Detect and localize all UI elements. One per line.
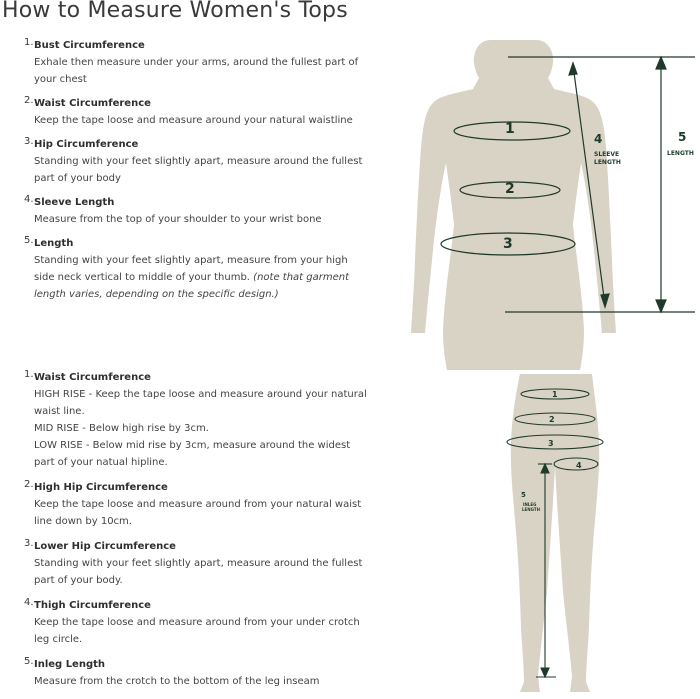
step-description-line: Measure from the crotch to the bottom of…: [34, 676, 320, 687]
step-number: 1.: [24, 369, 34, 380]
lower-hip-measure-line: [506, 434, 604, 450]
tops-step-5: 5. Length Standing with your feet slight…: [24, 235, 369, 303]
step-heading: Waist Circumference: [34, 372, 151, 383]
step-description-line: Standing with your feet slightly apart, …: [34, 156, 363, 167]
hip-measure-line: [440, 232, 576, 256]
bottoms-step-4: 4. Thigh Circumference Keep the tape loo…: [24, 597, 369, 648]
step-number: 5.: [24, 235, 34, 246]
step-description-line: Keep the tape loose and measure around f…: [34, 499, 362, 510]
sleeve-text-2: LENGTH: [594, 159, 621, 166]
bottoms-step-1: 1. Waist Circumference HIGH RISE - Keep …: [24, 369, 369, 471]
high-hip-label: 2: [549, 415, 555, 424]
tops-step-3: 3. Hip Circumference Standing with your …: [24, 136, 369, 187]
step-description-line: side neck vertical to middle of your thu…: [34, 269, 369, 286]
sleeve-arrow-bottom: [600, 293, 610, 309]
tops-step-1: 1. Bust Circumference Exhale then measur…: [24, 37, 369, 88]
bottoms-step-3: 3. Lower Hip Circumference Standing with…: [24, 538, 369, 589]
step-description-line: HIGH RISE - Keep the tape loose and meas…: [34, 389, 367, 400]
torso-silhouette: [411, 40, 616, 370]
torso-measurement-diagram: 1 2 3 4 SLEEVE LENGTH 5 LENGTH: [411, 40, 695, 370]
sleeve-text-1: SLEEVE: [594, 151, 619, 158]
length-arrow-top: [655, 55, 667, 70]
bottoms-step-5: 5. Inleg Length Measure from the crotch …: [24, 656, 369, 690]
high-hip-measure-line: [514, 412, 596, 426]
step-description-line: part of your body.: [34, 575, 123, 586]
step-description-line: Standing with your feet slightly apart, …: [34, 255, 348, 266]
legs-silhouette: [510, 374, 600, 692]
step-description-line: Standing with your feet slightly apart, …: [34, 558, 363, 569]
step-number: 3.: [24, 538, 34, 549]
step-description-line: waist line.: [34, 406, 85, 417]
step-description-text: side neck vertical to middle of your thu…: [34, 272, 250, 283]
step-heading: Bust Circumference: [34, 40, 145, 51]
garment-length-note-line: length varies, depending on the specific…: [34, 289, 279, 300]
inleg-line-group: [536, 462, 556, 679]
inleg-number: 5: [521, 491, 526, 499]
step-number: 5.: [24, 656, 34, 667]
step-heading: Waist Circumference: [34, 98, 151, 109]
hip-label: 3: [503, 236, 513, 252]
bust-label: 1: [505, 121, 515, 137]
page-title: How to Measure Women's Tops: [2, 0, 348, 23]
thigh-label: 4: [576, 461, 582, 470]
inleg-text-1: INLEG: [523, 502, 536, 507]
lower-hip-label: 3: [548, 439, 554, 448]
step-description-line: Exhale then measure under your arms, aro…: [34, 57, 359, 68]
waist-label: 1: [552, 390, 558, 399]
step-description-line: Measure from the top of your shoulder to…: [34, 214, 322, 225]
garment-length-note: (note that garment: [253, 272, 350, 283]
length-text: LENGTH: [667, 150, 694, 157]
step-description-line: part of your natual hipline.: [34, 457, 168, 468]
step-heading: Thigh Circumference: [34, 600, 151, 611]
waist-measure-line: [520, 388, 590, 400]
thigh-measure-line: [553, 457, 599, 471]
bottoms-step-2: 2. High Hip Circumference Keep the tape …: [24, 479, 369, 530]
tops-step-4: 4. Sleeve Length Measure from the top of…: [24, 194, 369, 228]
step-number: 3.: [24, 136, 34, 147]
legs-measurement-diagram: 1 2 3 4 5 INLEG LENGTH: [506, 374, 604, 692]
bottoms-instructions-list: 1. Waist Circumference HIGH RISE - Keep …: [24, 369, 369, 698]
step-description-line: Keep the tape loose and measure around f…: [34, 617, 360, 628]
step-number: 2.: [24, 95, 34, 106]
step-heading: High Hip Circumference: [34, 482, 168, 493]
step-heading: Lower Hip Circumference: [34, 541, 176, 552]
step-number: 4.: [24, 194, 34, 205]
tops-step-2: 2. Waist Circumference Keep the tape loo…: [24, 95, 369, 129]
step-description-line: leg circle.: [34, 634, 83, 645]
step-description-line: Keep the tape loose and measure around y…: [34, 115, 353, 126]
leg-circumference-lines: [506, 388, 604, 471]
bust-measure-line: [453, 121, 571, 141]
sleeve-length-line: [572, 64, 606, 306]
length-lines: [505, 55, 695, 314]
step-number: 1.: [24, 37, 34, 48]
inleg-text-2: LENGTH: [522, 507, 540, 512]
inleg-arrow-bottom: [540, 667, 550, 679]
sleeve-arrow-top: [568, 61, 578, 76]
circumference-lines: [440, 121, 576, 256]
step-description-line: LOW RISE - Below mid rise by 3cm, measur…: [34, 440, 351, 451]
step-heading: Hip Circumference: [34, 139, 139, 150]
step-heading: Inleg Length: [34, 659, 106, 670]
step-number: 4.: [24, 597, 34, 608]
length-arrow-bottom: [655, 299, 667, 314]
inleg-arrow-top: [540, 462, 550, 474]
waist-measure-line: [459, 181, 561, 199]
step-description-line: MID RISE - Below high rise by 3cm.: [34, 423, 209, 434]
waist-label: 2: [505, 181, 515, 197]
step-number: 2.: [24, 479, 34, 490]
step-heading: Sleeve Length: [34, 197, 115, 208]
step-description-line: line down by 10cm.: [34, 516, 132, 527]
step-heading: Length: [34, 238, 74, 249]
sleeve-number: 4: [594, 132, 602, 146]
length-number: 5: [678, 130, 686, 144]
step-description-line: part of your body: [34, 173, 121, 184]
tops-instructions-list: 1. Bust Circumference Exhale then measur…: [24, 37, 369, 310]
step-description-line: your chest: [34, 74, 87, 85]
